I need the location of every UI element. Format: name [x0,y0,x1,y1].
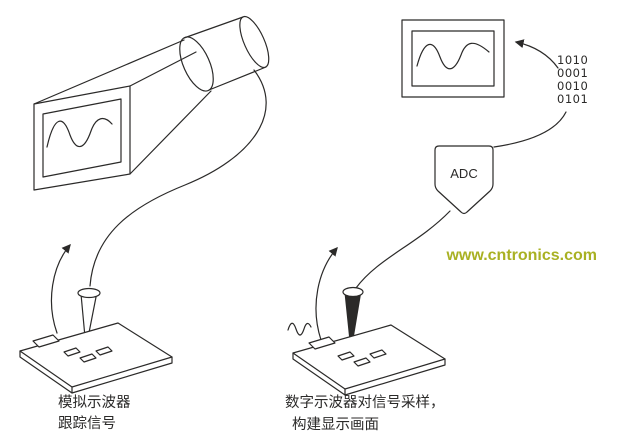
display-screen [411,30,495,87]
board-edge-thickness [19,350,173,394]
digital-probe [342,286,364,352]
digital-caption-line-1: 数字示波器对信号采样， [285,394,445,411]
binary-bits-line-1: 1010 [557,53,588,67]
analog-caption: 模拟示波器 跟踪信号 [58,394,131,432]
digital-waveform-trace [416,42,490,70]
board-pad [79,353,97,363]
analog-circuit-board [19,322,173,394]
board-chip [308,336,336,350]
board-pad [337,351,355,361]
adc-to-bits-connector [493,111,567,148]
board-squiggle-component [287,322,312,336]
analog-waveform-trace [46,117,113,148]
crt-hood-bottom-edge [129,90,212,175]
adc-to-probe-connector [355,210,451,289]
analog-caption-line-1: 模拟示波器 [58,394,131,411]
crt-cylinder-bottom-edge [208,66,267,91]
watermark-text: www.cntronics.com [445,247,597,264]
adc-block: ADC [434,145,494,215]
board-pad [95,346,113,356]
analog-probe-head [77,287,101,299]
board-top-face [19,322,173,388]
digital-display [401,19,505,98]
display-arrow [514,39,559,69]
digital-trace-arrow [315,246,338,341]
crt-hood-mid-edge [129,51,197,87]
crt-hood-top-edge [33,39,185,105]
binary-bits-line-4: 0101 [557,92,588,106]
board-chip [32,334,60,348]
adc-shape [434,145,494,215]
analog-trace-arrow [50,243,71,334]
analog-oscilloscope-illustration [33,15,270,191]
board-pad [63,347,81,357]
digital-circuit-board [287,322,446,396]
digital-probe-head [342,286,364,298]
adc-label: ADC [450,166,477,181]
digital-caption-line-2: 构建显示画面 [292,416,379,433]
board-edge-thickness [292,352,446,396]
binary-bits-line-3: 0010 [557,79,588,93]
board-top-face [292,324,446,390]
digital-caption: 数字示波器对信号采样， 构建显示画面 [285,394,445,433]
crt-back-cap [239,15,270,69]
analog-caption-line-2: 跟踪信号 [58,415,116,432]
crt-cylinder-top-edge [183,16,244,39]
board-pad [353,357,371,367]
board-pad [369,349,387,359]
binary-stream: 1010 0001 0010 0101 [557,53,588,106]
analog-probe-cable [89,69,267,287]
binary-bits-line-2: 0001 [557,66,588,80]
